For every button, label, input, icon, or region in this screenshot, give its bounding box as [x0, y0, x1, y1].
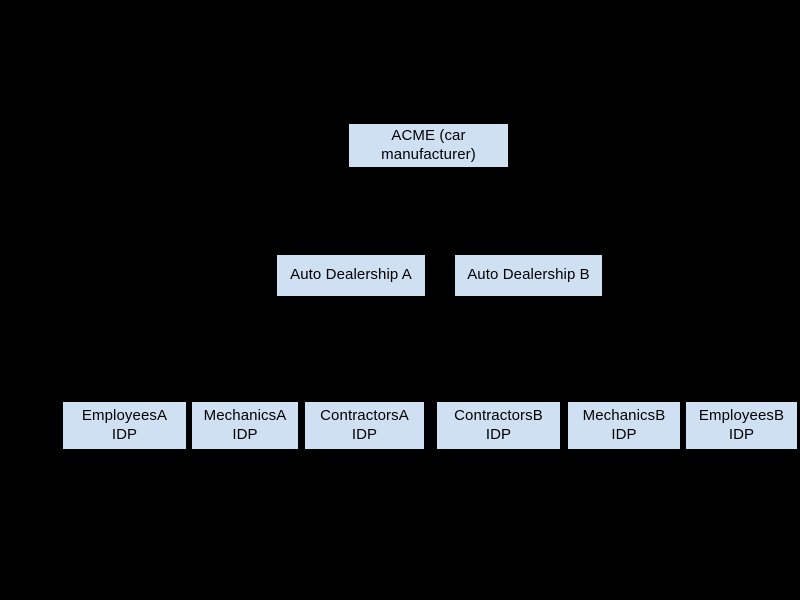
- node-mechanicsb-idp[interactable]: MechanicsB IDP: [568, 402, 680, 449]
- node-contractorsa-idp[interactable]: ContractorsA IDP: [305, 402, 424, 449]
- connector-contractorsb-drop: [498, 358, 499, 402]
- connector-dealership-a-bus: [124, 358, 364, 359]
- node-acme-root[interactable]: ACME (car manufacturer): [349, 124, 508, 167]
- connector-dealership-b-bus: [498, 358, 741, 359]
- connector-employeesb-drop: [741, 358, 742, 402]
- connector-root-to-dealership-a: [351, 167, 352, 211]
- connector-mechanicsb-drop: [624, 358, 625, 402]
- node-auto-dealership-a[interactable]: Auto Dealership A: [277, 255, 425, 296]
- connector-dealership-b-drop: [528, 211, 529, 255]
- connector-mechanicsa-drop: [245, 358, 246, 402]
- node-contractorsb-idp[interactable]: ContractorsB IDP: [437, 402, 560, 449]
- node-employeesa-idp[interactable]: EmployeesA IDP: [63, 402, 186, 449]
- connector-contractorsa-drop: [364, 358, 365, 402]
- connector-dealership-a-drop: [351, 211, 352, 255]
- node-auto-dealership-b[interactable]: Auto Dealership B: [455, 255, 602, 296]
- connector-employeesa-drop: [124, 358, 125, 402]
- node-mechanicsa-idp[interactable]: MechanicsA IDP: [192, 402, 298, 449]
- connector-root-to-dealership-b: [351, 211, 529, 212]
- node-employeesb-idp[interactable]: EmployeesB IDP: [686, 402, 797, 449]
